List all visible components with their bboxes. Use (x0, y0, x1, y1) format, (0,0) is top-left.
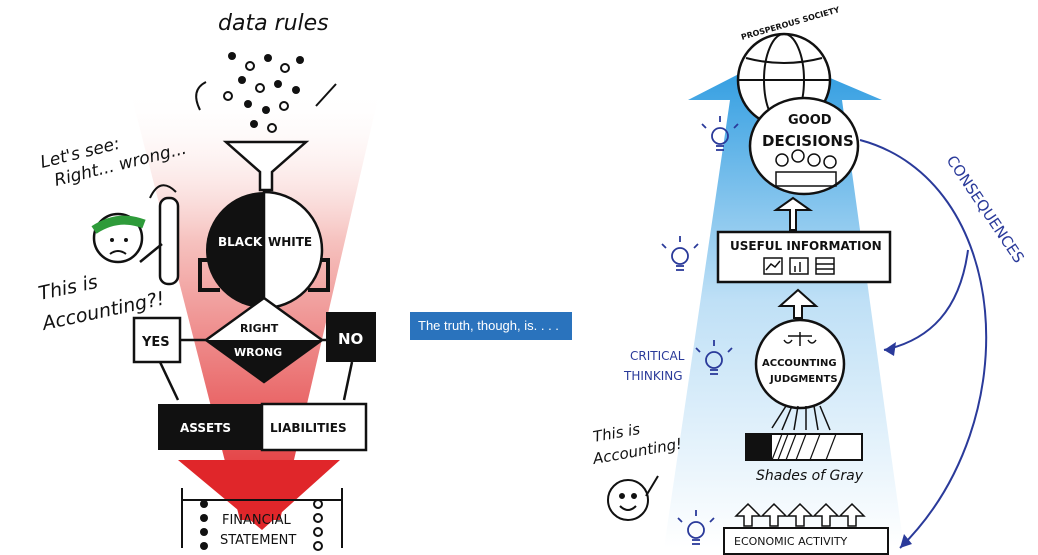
right-branch-arrow (308, 258, 330, 292)
economic-activity-label: ECONOMIC ACTIVITY (734, 535, 848, 548)
shades-of-gray-label: Shades of Gray (756, 468, 864, 484)
shade-arrows (771, 405, 831, 431)
left-branch-arrow (198, 258, 220, 292)
thinker-figure (91, 184, 180, 286)
liabilities-box (260, 402, 368, 452)
red-down-arrow (178, 460, 340, 530)
right-label: RIGHT (240, 322, 279, 335)
consequences-arrowhead-2 (900, 534, 912, 548)
lightbulb-icon-decisions (701, 116, 739, 151)
consequences-judgments-arrow (883, 249, 969, 351)
thinking-label: THINKING (623, 369, 683, 383)
scale-icon (783, 332, 817, 346)
data-dots (223, 52, 304, 133)
people-group-icon (775, 149, 837, 187)
right-curl-arrow (315, 83, 337, 107)
economic-up-arrows (734, 502, 866, 527)
diamond-lower-black (206, 340, 322, 382)
assets-box (158, 404, 262, 450)
yes-label: YES (141, 335, 170, 350)
black-label: BLACK (218, 235, 263, 249)
financial-label: FINANCIAL (222, 513, 291, 528)
good-label: GOOD (788, 113, 832, 128)
white-label: WHITE (268, 235, 312, 249)
liabilities-label: LIABILITIES (270, 421, 347, 435)
up-arrow-info (772, 196, 814, 231)
gray-scale-dark (746, 434, 772, 460)
yes-box (132, 316, 182, 364)
data-rules-label: data rules (218, 11, 329, 36)
lightbulb-icon-judgments (695, 340, 733, 375)
lightbulb-icon-information (661, 236, 699, 271)
good-decisions-cloud (748, 96, 860, 196)
consequences-arrowhead-1 (884, 342, 896, 356)
funnel-shape (222, 140, 310, 192)
yes-down-arrow (158, 361, 180, 401)
black-white-circle (206, 190, 324, 310)
judgments-label: JUDGMENTS (769, 374, 838, 385)
lightbulb-icon-economic (677, 510, 715, 545)
consequences-curve-arrow (859, 139, 988, 549)
statement-label: STATEMENT (220, 533, 296, 548)
this-is-question: This is (36, 271, 99, 305)
assets-label: ASSETS (180, 421, 231, 435)
accounting-judgments-circle (754, 318, 846, 410)
accounting-label: ACCOUNTING (762, 358, 837, 369)
no-down-arrow (342, 361, 354, 401)
statement-bullets (200, 499, 323, 551)
chart-icons (763, 257, 835, 275)
critical-label: CRITICAL (630, 349, 685, 363)
no-label: NO (338, 330, 363, 348)
economic-activity-box (723, 527, 889, 555)
decisions-label: DECISIONS (762, 132, 854, 150)
happy-person-figure (607, 475, 659, 521)
consequences-label: CONSEQUENCES (943, 152, 1028, 266)
gray-hatching (771, 433, 837, 461)
no-box (326, 312, 376, 362)
wrong-label: WRONG (234, 346, 282, 359)
up-arrow-judgments (777, 288, 819, 319)
truth-banner: The truth, though, is. . . . (410, 312, 572, 340)
left-curl-arrow (195, 81, 207, 111)
useful-information-label: USEFUL INFORMATION (730, 239, 882, 253)
